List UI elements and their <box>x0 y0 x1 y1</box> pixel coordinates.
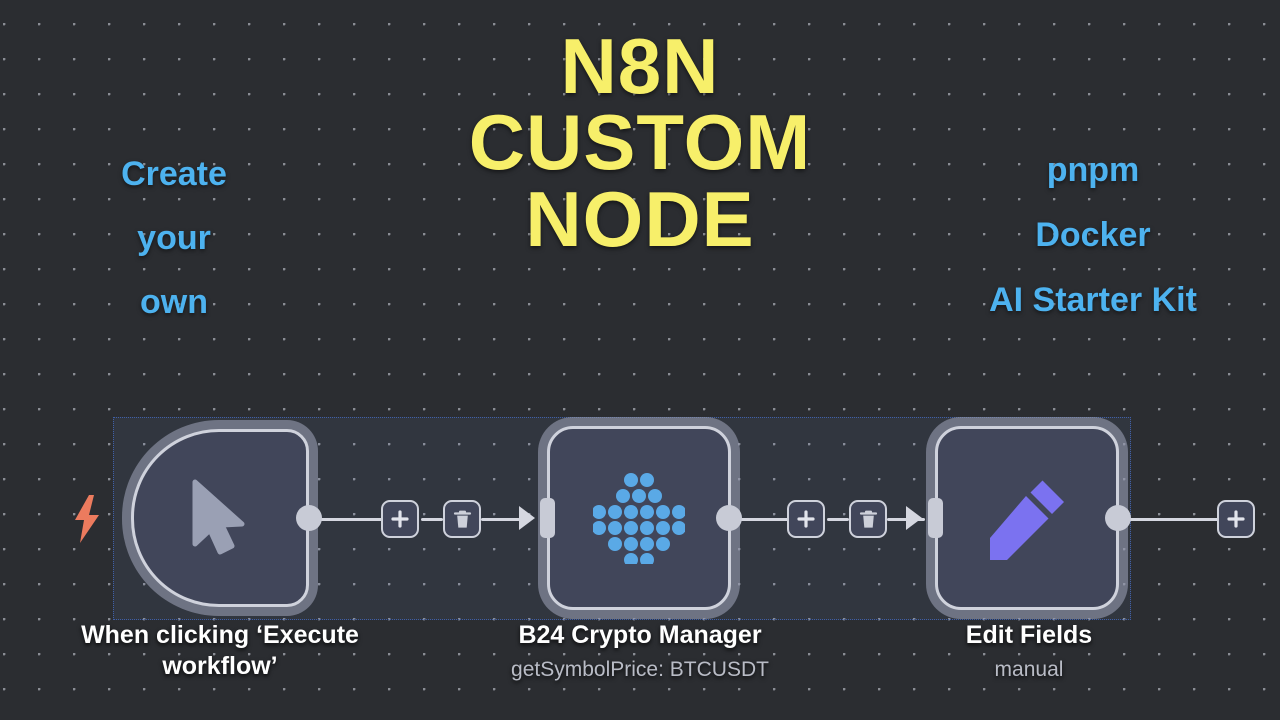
node-when-clicking-execute-workflow[interactable] <box>131 429 309 607</box>
node-caption-b24: B24 Crypto Manager getSymbolPrice: BTCUS… <box>470 620 810 685</box>
delete-connection-button-1[interactable] <box>443 500 481 538</box>
connection-trigger-to-b24-c <box>481 518 520 521</box>
input-arrow-edit <box>906 506 922 530</box>
node-subtitle-edit: manual <box>994 658 1064 681</box>
input-arrow-b24 <box>519 506 535 530</box>
left-caption: Create your own <box>60 142 288 334</box>
delete-connection-button-2[interactable] <box>849 500 887 538</box>
plus-icon <box>797 510 815 528</box>
pencil-icon <box>990 480 1064 560</box>
left-caption-line-3: own <box>140 283 208 321</box>
page-title-line-3: NODE <box>525 174 755 263</box>
trash-icon <box>859 510 877 528</box>
connection-trigger-to-b24-b <box>421 518 443 521</box>
lightning-bolt-icon <box>72 494 102 544</box>
input-port-b24[interactable] <box>540 498 555 538</box>
add-node-button-2[interactable] <box>787 500 825 538</box>
bitrix24-dots-icon <box>593 473 685 564</box>
connection-edit-to-add <box>1119 518 1219 521</box>
page-title-line-1: N8N <box>560 22 720 110</box>
page-title-line-2: CUSTOM <box>468 98 812 187</box>
left-caption-line-2: your <box>137 219 211 257</box>
left-caption-line-1: Create <box>121 155 227 193</box>
connection-trigger-to-b24-a <box>309 518 383 521</box>
node-subtitle-b24: getSymbolPrice: BTCUSDT <box>511 658 769 681</box>
plus-icon <box>391 510 409 528</box>
node-caption-edit: Edit Fields manual <box>915 620 1143 685</box>
cursor-arrow-icon <box>192 479 245 555</box>
output-port-b24[interactable] <box>716 505 742 531</box>
add-node-button-1[interactable] <box>381 500 419 538</box>
right-caption: pnpm Docker AI Starter Kit <box>948 138 1238 333</box>
node-title-b24: B24 Crypto Manager <box>518 621 762 649</box>
node-title-trigger: When clicking ‘Execute <box>81 621 359 649</box>
node-b24-crypto-manager[interactable] <box>547 426 731 610</box>
output-port-edit[interactable] <box>1105 505 1131 531</box>
add-node-button-end[interactable] <box>1217 500 1255 538</box>
right-caption-line-1: pnpm <box>1046 151 1140 189</box>
input-port-edit[interactable] <box>928 498 943 538</box>
right-caption-line-2: Docker <box>1035 216 1151 254</box>
output-port-trigger[interactable] <box>296 505 322 531</box>
connection-b24-to-edit-a <box>731 518 789 521</box>
trash-icon <box>453 510 471 528</box>
node-title-edit: Edit Fields <box>965 621 1093 649</box>
plus-icon <box>1227 510 1245 528</box>
node-title-trigger-line2: workflow’ <box>162 652 278 680</box>
connection-b24-to-edit-b <box>827 518 849 521</box>
right-caption-line-3: AI Starter Kit <box>989 281 1197 319</box>
page-title: N8N CUSTOM NODE <box>0 22 1280 263</box>
node-caption-trigger: When clicking ‘Execute workflow’ <box>35 620 405 682</box>
node-edit-fields[interactable] <box>935 426 1119 610</box>
